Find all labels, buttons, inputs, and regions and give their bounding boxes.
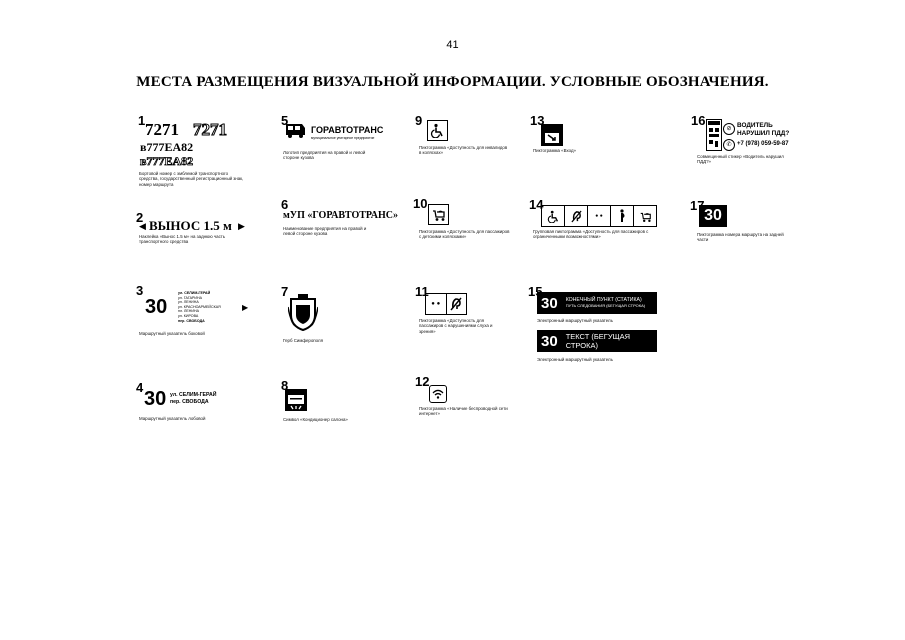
hotline-phone: +7 (978) 059-59-87 bbox=[737, 141, 789, 147]
ear-icon bbox=[564, 206, 587, 226]
item-number: 9 bbox=[415, 113, 423, 128]
item-number: 12 bbox=[415, 374, 430, 389]
item-number: 10 bbox=[413, 196, 428, 211]
bus-logo-icon bbox=[284, 121, 308, 139]
item-caption: Логотип предприятия на правой и левой ст… bbox=[283, 150, 366, 161]
item-caption: Групповая пиктограмма «Доступность для п… bbox=[533, 229, 649, 240]
item-caption: Пиктограмма номера маршрута на задней ча… bbox=[697, 232, 784, 243]
item-number: 5 bbox=[281, 113, 289, 128]
page-number: 41 bbox=[446, 39, 459, 51]
item-number: 13 bbox=[530, 113, 545, 128]
phone-icon: ✆ bbox=[723, 139, 735, 151]
no-entry-icon: ⊘ bbox=[723, 123, 735, 135]
route-number: 30 bbox=[144, 388, 167, 410]
item-caption: Символ «Кондиционер салона» bbox=[283, 417, 348, 422]
arrow-left-icon: ◀ bbox=[139, 221, 146, 231]
item-caption: Маршрутный указатель лобовой bbox=[139, 416, 206, 421]
company-name: мУП «ГОРАВТОТРАНС» bbox=[283, 210, 398, 221]
arrow-right-icon: ▶ bbox=[238, 221, 245, 231]
overhang-text: ВЫНОС 1.5 м bbox=[149, 218, 232, 233]
pregnant-person-icon bbox=[610, 206, 633, 226]
display-route-number: 30 bbox=[541, 332, 558, 350]
air-conditioner-icon bbox=[285, 389, 307, 411]
sensory-access-icon: ● ● bbox=[425, 293, 467, 315]
front-sign-text: ул. СЕЛИМ-ГЕРАЙ пер. СВОБОДА bbox=[170, 392, 217, 405]
item-caption: Наименование предприятия на правой и лев… bbox=[283, 226, 367, 237]
display-route-number: 30 bbox=[541, 294, 558, 312]
wifi-icon bbox=[429, 385, 447, 403]
violation-heading: ВОДИТЕЛЬ НАРУШИЛ ПДД? bbox=[737, 122, 790, 137]
item-caption: Бортовой номер с эмблемой транспортного … bbox=[139, 171, 244, 187]
eye-icon: ● ● bbox=[587, 206, 610, 226]
item-caption: Пиктограмма «Доступность для пассажиров … bbox=[419, 229, 510, 240]
item-caption: Пиктограмма «Наличие беспроводной сети и… bbox=[419, 406, 508, 417]
item-caption: Пиктограмма «Доступность для инвалидов в… bbox=[419, 145, 508, 156]
rear-route-number: 30 bbox=[699, 205, 727, 227]
item-caption: Пиктограмма «Вход» bbox=[533, 148, 576, 153]
electronic-running-line-display: 30 ТЕКСТ (БЕГУЩАЯ СТРОКА) bbox=[537, 330, 657, 352]
item-number: 7 bbox=[281, 284, 289, 299]
display-destination: КОНЕЧНЫЙ ПУНКТ (СТАТИКА) bbox=[565, 297, 642, 303]
wheelchair-icon bbox=[542, 206, 564, 226]
route-number-solid: 7271 bbox=[145, 120, 179, 139]
route-number: 30 bbox=[145, 296, 168, 318]
stops-list: ул. СЕЛИМ-ГЕРАЙ ул. ГАГАРИНА ул. ЛЕНИНА … bbox=[178, 291, 221, 323]
item-caption: Электронный маршрутный указатель bbox=[537, 357, 613, 362]
route-number-outline: 7271 bbox=[193, 120, 228, 140]
brand-name: ГОРАВТОТРАНС bbox=[311, 125, 384, 135]
entrance-icon bbox=[541, 124, 563, 146]
brand-subtitle: муниципальное унитарное предприятие bbox=[311, 136, 375, 140]
item-caption: Электронный маршрутный указатель bbox=[537, 318, 613, 323]
item-number: 1 bbox=[138, 113, 146, 128]
coat-of-arms-icon bbox=[288, 293, 318, 331]
item-caption: Герб Симферополя bbox=[283, 338, 323, 343]
item-number: 3 bbox=[136, 283, 144, 298]
item-number: 8 bbox=[281, 378, 289, 393]
ear-icon bbox=[445, 294, 467, 314]
item-caption: Пиктограмма «Доступность для пассажиров … bbox=[419, 318, 493, 334]
item-caption: Наклейка «Вынос 1.5 м» на заднюю часть т… bbox=[139, 234, 226, 245]
item-number: 2 bbox=[136, 210, 144, 225]
stroller-icon bbox=[428, 204, 449, 225]
display-route-path: ПУТЬ СЛЕДОВАНИЯ (БЕГУЩАЯ СТРОКА) bbox=[565, 303, 646, 308]
plate-solid: в777ЕА82 bbox=[140, 140, 194, 154]
accessibility-group-sign: ● ● bbox=[541, 205, 657, 227]
electronic-route-display: 30 КОНЕЧНЫЙ ПУНКТ (СТАТИКА) ПУТЬ СЛЕДОВА… bbox=[537, 292, 657, 314]
item-caption: Маршрутный указатель боковой bbox=[139, 331, 205, 336]
wheelchair-icon bbox=[427, 120, 448, 141]
page-title: МЕСТА РАЗМЕЩЕНИЯ ВИЗУАЛЬНОЙ ИНФОРМАЦИИ. … bbox=[136, 74, 769, 90]
item-number: 6 bbox=[281, 197, 289, 212]
item-number: 4 bbox=[136, 380, 144, 395]
item-number: 16 bbox=[691, 113, 706, 128]
item-caption: Совмещенный стикер «Водитель нарушил ПДД… bbox=[697, 154, 784, 165]
arrow-right-icon: ▶ bbox=[242, 303, 249, 312]
item-number: 14 bbox=[529, 197, 544, 212]
eye-icon: ● ● bbox=[431, 301, 441, 307]
qr-code-icon bbox=[706, 119, 722, 151]
plate-outline: в777ЕА82 bbox=[140, 154, 194, 169]
display-running-text: ТЕКСТ (БЕГУЩАЯ СТРОКА) bbox=[565, 332, 631, 350]
stroller-icon bbox=[633, 206, 656, 226]
